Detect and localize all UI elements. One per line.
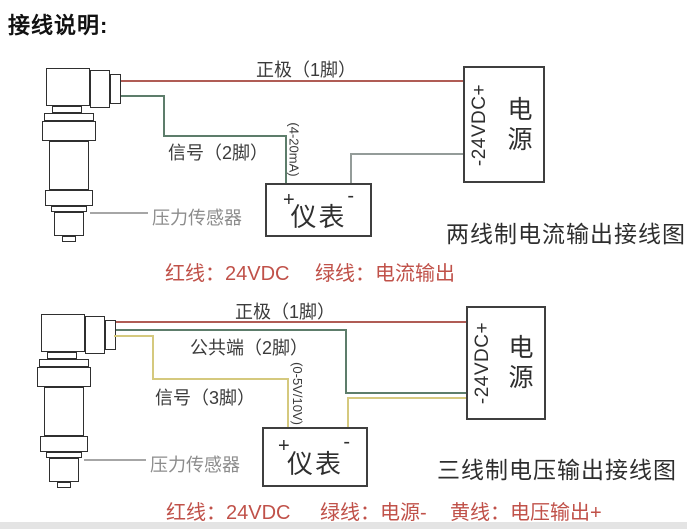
caption-voltage-diagram: 三线制电压输出接线图 — [437, 457, 677, 483]
meter-plus-terminal: + — [278, 435, 290, 457]
wire-red-positive — [121, 80, 463, 82]
meter-box: + - 仪表 — [265, 183, 372, 237]
legend-green-power-minus: 绿线：电源- — [320, 502, 427, 524]
sensor-port-stub — [57, 482, 71, 488]
label-current-range: (4-20mA) — [286, 121, 302, 177]
power-terminals-label: -24VDC+ — [469, 83, 491, 166]
label-signal-pin3: 信号（3脚） — [155, 388, 256, 408]
wire-green-signal-seg4 — [285, 135, 287, 185]
power-box: -24VDC+ 电源 — [463, 66, 545, 183]
sensor-step — [46, 452, 82, 458]
sensor-neck — [52, 106, 82, 113]
sensor-cable-gland — [110, 74, 121, 104]
pressure-sensor-graphic — [31, 312, 123, 488]
legend-red-24vdc: 红线：24VDC — [166, 502, 291, 524]
wire-yellow-signal-seg2 — [152, 335, 154, 380]
wire-green-signal-seg3 — [163, 135, 287, 137]
legend-yellow-voltage-output: 黄线：电压输出+ — [450, 502, 602, 524]
sensor-collar — [39, 359, 89, 367]
wire-green-signal-seg1 — [121, 95, 165, 97]
power-name: 电源 — [508, 334, 534, 392]
label-signal-pin2: 信号（2脚） — [168, 143, 269, 163]
wire-green-common-seg1 — [116, 329, 347, 331]
sensor-body — [44, 387, 84, 436]
sensor-collar — [44, 113, 94, 121]
sensor-pointer-line — [90, 212, 148, 214]
wire-yellow-signal-seg1 — [114, 335, 154, 337]
sensor-neck — [47, 352, 77, 359]
sensor-step — [51, 206, 87, 212]
wire-yellow-return-seg1 — [347, 397, 349, 427]
wire-return-seg1 — [350, 153, 352, 185]
bottom-artifact-band — [0, 522, 687, 529]
sensor-knurled-nut — [42, 121, 96, 141]
label-pressure-sensor: 压力传感器 — [150, 455, 240, 475]
meter-name: 仪表 — [286, 449, 343, 479]
label-voltage-range: (0-5V/10V) — [289, 361, 305, 425]
wire-yellow-signal-seg4 — [287, 378, 289, 429]
wire-return-seg2 — [350, 153, 463, 155]
label-pressure-sensor: 压力传感器 — [152, 208, 242, 228]
sensor-connector-head — [90, 70, 110, 108]
wire-yellow-return-seg2 — [347, 397, 466, 399]
meter-minus-terminal: - — [343, 431, 350, 453]
label-positive-pin1: 正极（1脚） — [235, 302, 336, 322]
wire-yellow-signal-seg3 — [152, 378, 289, 380]
sensor-body — [49, 141, 89, 190]
sensor-connector-fins — [41, 314, 85, 352]
page-title: 接线说明: — [8, 13, 109, 38]
label-common-pin2: 公共端（2脚） — [190, 338, 309, 358]
sensor-knurled-nut — [37, 367, 91, 387]
power-name: 电源 — [507, 95, 533, 154]
power-terminals-label: -24VDC+ — [472, 321, 494, 405]
wire-green-common-seg2 — [345, 329, 347, 394]
meter-box: + - 仪表 — [262, 427, 368, 487]
pressure-sensor-graphic — [36, 66, 128, 242]
sensor-hex-nut — [45, 190, 93, 206]
legend-green-current-output: 绿线：电流输出 — [315, 263, 455, 285]
meter-minus-terminal: - — [347, 185, 354, 207]
sensor-pressure-port — [54, 212, 84, 236]
meter-name: 仪表 — [290, 202, 347, 232]
wire-green-common-seg3 — [345, 392, 466, 394]
caption-current-diagram: 两线制电流输出接线图 — [446, 221, 686, 247]
meter-plus-terminal: + — [283, 189, 295, 211]
label-positive-pin1: 正极（1脚） — [256, 60, 357, 80]
sensor-connector-head — [85, 316, 105, 354]
sensor-pressure-port — [49, 458, 79, 482]
sensor-port-stub — [62, 236, 76, 242]
power-box: -24VDC+ 电源 — [466, 306, 546, 420]
wire-green-signal-seg2 — [163, 95, 165, 137]
sensor-hex-nut — [40, 436, 88, 452]
legend-red-24vdc: 红线：24VDC — [165, 263, 290, 285]
sensor-connector-fins — [46, 68, 90, 106]
sensor-pointer-line — [84, 459, 146, 461]
wire-red-positive — [116, 321, 466, 323]
